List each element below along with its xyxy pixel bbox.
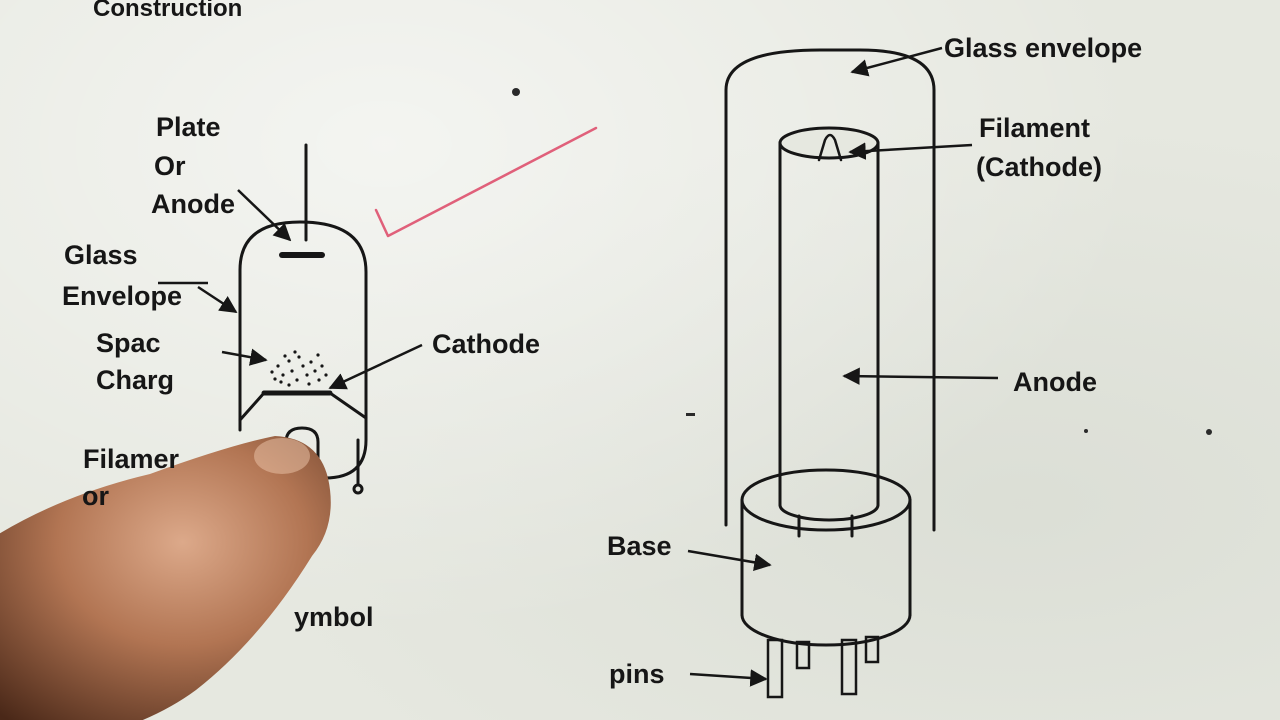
label-anode-right: Anode — [1013, 367, 1097, 397]
page-heading: Construction — [93, 0, 243, 22]
diode-symbol — [238, 143, 368, 495]
anode-arrow-right — [842, 367, 999, 385]
label-anode: Anode — [151, 189, 235, 219]
cathode-arrow — [328, 343, 423, 390]
label-or-1: Or — [154, 151, 186, 181]
paper-specks — [512, 88, 1212, 435]
label-cathode-right: (Cathode) — [976, 152, 1102, 182]
label-charge: Charg — [96, 365, 175, 395]
anode-bottom — [778, 503, 880, 522]
anode-arrow — [237, 189, 292, 242]
label-space: Spac — [96, 328, 161, 358]
pins-group — [766, 635, 880, 699]
pin — [864, 635, 880, 664]
label-plate: Plate — [156, 112, 221, 142]
label-glass: Glass — [64, 240, 138, 270]
base-bottom — [740, 613, 912, 647]
lead-terminal — [352, 483, 364, 495]
filament-arrow — [848, 142, 973, 160]
filament-wire — [817, 133, 843, 162]
tube-arrows — [687, 46, 999, 687]
base-arrow — [687, 549, 772, 571]
label-base: Base — [607, 531, 672, 561]
symbol-arrows — [197, 189, 423, 390]
anode-top — [778, 126, 880, 160]
label-or-2: or — [82, 481, 109, 511]
label-glass-envelope: Glass envelope — [944, 33, 1143, 63]
label-envelope: Envelope — [62, 281, 183, 311]
glass-envelope — [724, 48, 936, 532]
label-pins: pins — [609, 659, 665, 689]
base-top-back — [740, 468, 912, 502]
pin — [766, 638, 784, 699]
cathode-lead-left — [238, 391, 266, 422]
label-cathode-left: Cathode — [432, 329, 540, 359]
pin — [840, 638, 858, 696]
glass-envelope-arrow — [850, 46, 943, 77]
filament-loop — [284, 426, 320, 474]
base-top-front — [740, 498, 912, 532]
pointing-finger — [0, 436, 331, 720]
label-filament-left: Filamer — [83, 444, 180, 474]
tick-mark — [374, 126, 598, 238]
space-charge-arrow — [221, 348, 268, 366]
envelope-arrow — [197, 285, 238, 314]
glass-envelope-outline — [238, 220, 368, 480]
label-filament: Filament — [979, 113, 1091, 143]
pin — [795, 640, 811, 670]
space-charge-dots — [270, 350, 328, 387]
pins-arrow — [689, 669, 768, 687]
cathode-lead-right — [328, 391, 368, 420]
label-symbol-caption: ymbol — [294, 602, 374, 632]
vacuum-tube — [724, 48, 936, 699]
